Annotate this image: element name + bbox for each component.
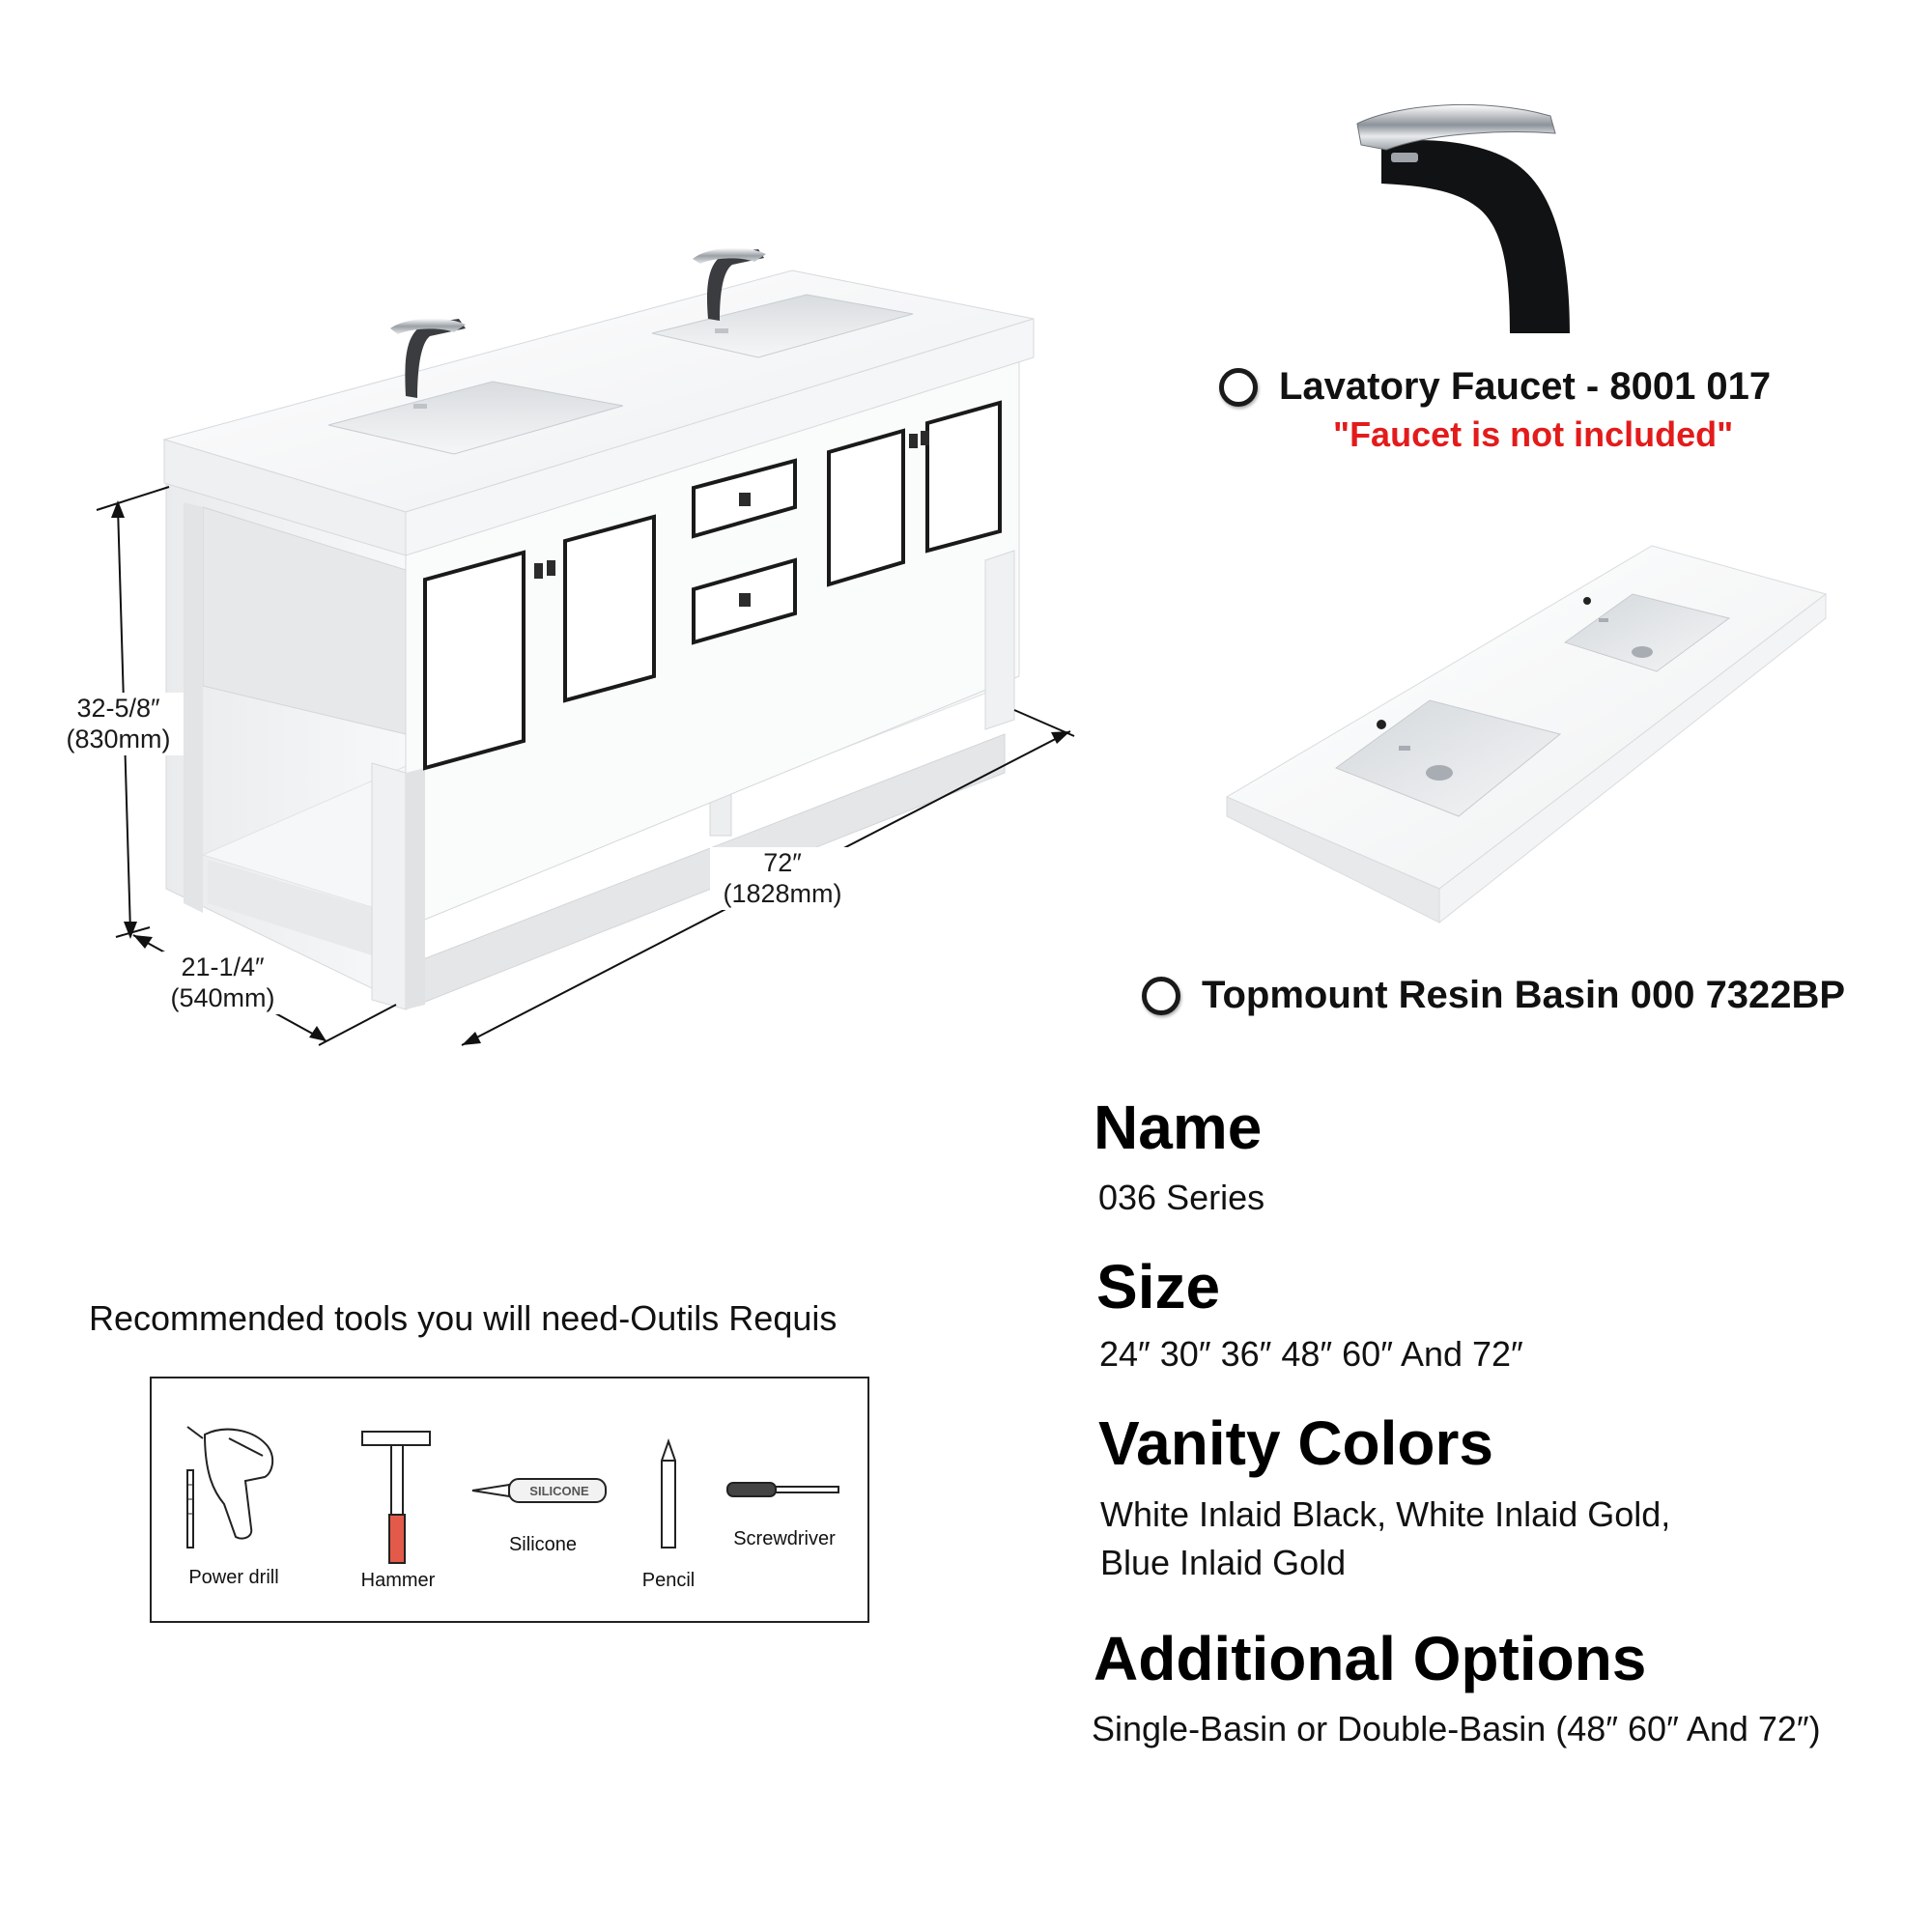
faucet-image [1356,103,1570,333]
pencil-label: Pencil [641,1570,696,1591]
name-value: 036 Series [1098,1178,1265,1217]
width-dimension: 72″ (1828mm) [710,847,855,910]
size-heading: Size [1096,1252,1221,1321]
tool-silicone: SILICONE Silicone [470,1465,615,1556]
size-value: 24″ 30″ 36″ 48″ 60″ And 72″ [1099,1334,1523,1374]
additional-options-value: Single-Basin or Double-Basin (48″ 60″ An… [1092,1709,1821,1748]
width-metric: (1828mm) [723,879,842,909]
hammer-label: Hammer [360,1570,436,1591]
tool-pencil: Pencil [635,1432,702,1592]
silicone-label: Silicone [508,1534,578,1555]
basin-option-label: Topmount Resin Basin 000 7322BP [1202,974,1846,1016]
basin-option: Topmount Resin Basin 000 7322BP [1142,974,1845,1017]
basin-radio[interactable] [1142,976,1180,1015]
additional-options-heading: Additional Options [1094,1624,1647,1693]
faucet-radio[interactable] [1219,367,1258,407]
faucet-not-included-note: "Faucet is not included" [1333,414,1734,454]
height-metric: (830mm) [66,724,171,754]
power-drill-icon [186,1426,274,1548]
hammer-icon [361,1431,431,1564]
vanity-illustration [96,247,1075,1046]
faucet-option: Lavatory Faucet - 8001 017 "Faucet is no… [1219,365,1837,455]
power-drill-label: Power drill [188,1567,279,1588]
faucet-option-label: Lavatory Faucet - 8001 017 [1279,365,1772,408]
height-imperial: 32-5/8″ [76,694,160,723]
tool-screwdriver: Screwdriver [722,1475,847,1550]
name-heading: Name [1094,1093,1263,1162]
tool-power-drill: Power drill [176,1417,292,1589]
pencil-icon [661,1437,676,1548]
vanity-colors-value: White Inlaid Black, White Inlaid Gold, B… [1100,1491,1670,1588]
tools-box: Power drill Hammer SILICONE Silicone Pen… [150,1377,869,1623]
tool-hammer: Hammer [345,1422,451,1592]
depth-dimension: 21-1/4″ (540mm) [162,952,283,1014]
height-dimension: 32-5/8″ (830mm) [53,693,184,755]
basin-image [1225,545,1828,924]
silicone-tube-icon: SILICONE [471,1478,607,1503]
screwdriver-icon [726,1482,839,1497]
width-imperial: 72″ [763,848,802,877]
vanity-colors-heading: Vanity Colors [1098,1408,1493,1478]
vanity-colors-line-2: Blue Inlaid Gold [1100,1543,1347,1583]
vanity-colors-line-1: White Inlaid Black, White Inlaid Gold, [1100,1494,1671,1534]
screwdriver-label: Screwdriver [733,1528,836,1549]
tools-title: Recommended tools you will need-Outils R… [89,1298,838,1338]
silicone-tube-text: SILICONE [529,1484,589,1498]
depth-imperial: 21-1/4″ [181,952,265,981]
depth-metric: (540mm) [170,983,275,1013]
